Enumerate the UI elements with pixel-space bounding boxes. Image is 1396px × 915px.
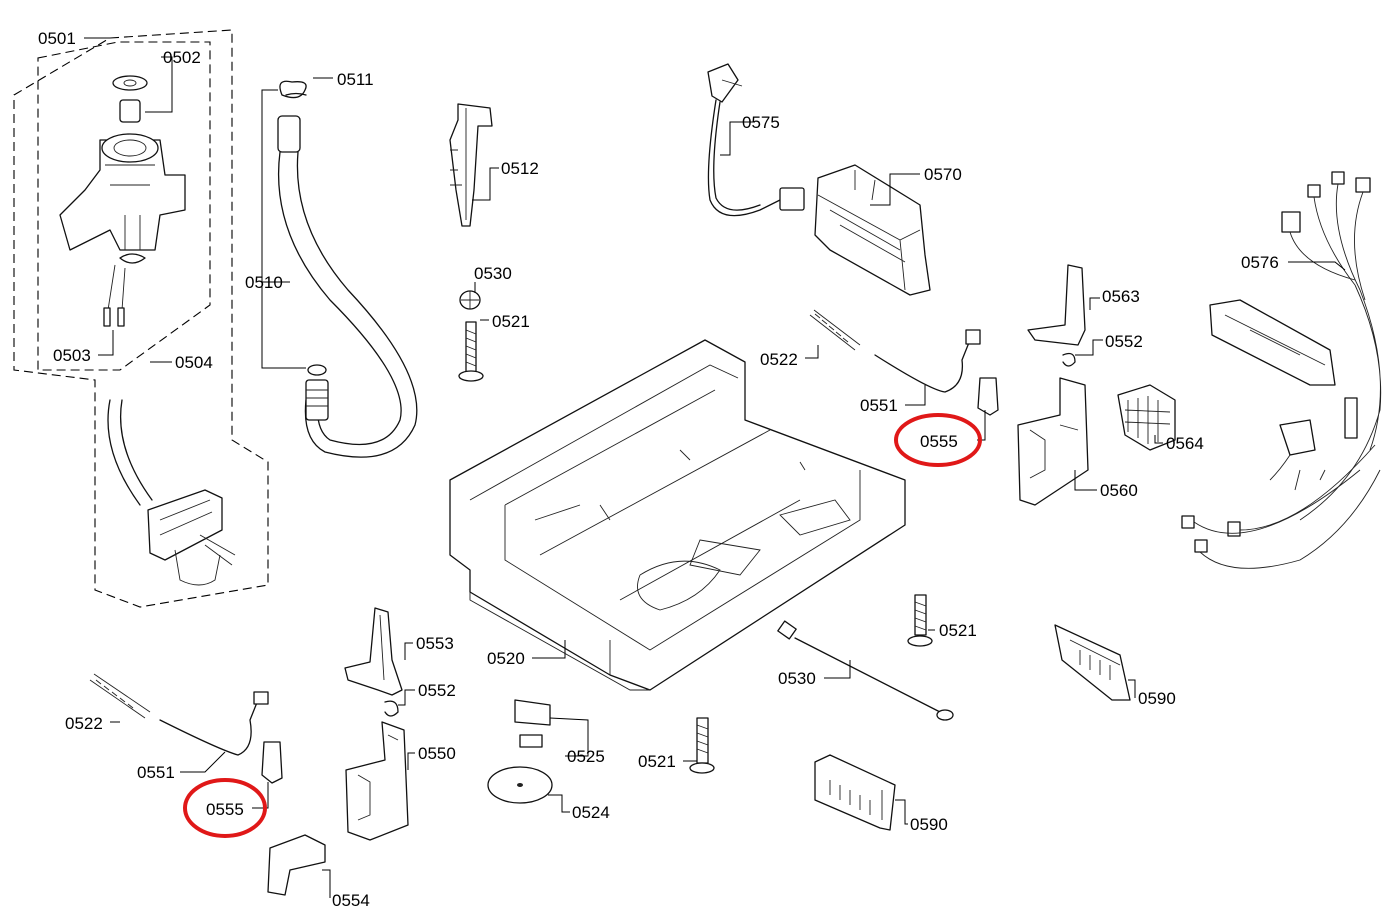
label-0521-right: 0521 bbox=[939, 621, 977, 640]
label-0530-top: 0530 bbox=[474, 264, 512, 283]
bracket-0553 bbox=[344, 607, 403, 696]
inlet-hose-0501 bbox=[107, 399, 236, 586]
label-0564: 0564 bbox=[1166, 434, 1204, 453]
label-0590-upper: 0590 bbox=[1138, 689, 1176, 708]
label-0522-left: 0522 bbox=[65, 714, 103, 733]
part-labels: 0501 0502 0503 0504 0510 0511 0512 0530 … bbox=[38, 29, 1279, 910]
foot-0521-right bbox=[907, 594, 933, 647]
disc-0524 bbox=[487, 766, 553, 804]
label-0555-left: 0555 bbox=[206, 800, 244, 819]
foot-0521-top bbox=[458, 321, 484, 382]
label-0552-right: 0552 bbox=[1105, 332, 1143, 351]
switch-0555-right bbox=[977, 377, 999, 416]
spring-0522-left bbox=[89, 673, 151, 719]
label-0502: 0502 bbox=[163, 48, 201, 67]
label-0530-bottom: 0530 bbox=[778, 669, 816, 688]
bracket-0550 bbox=[345, 721, 409, 841]
cover-0590-lower bbox=[814, 754, 896, 831]
rod-0530 bbox=[777, 620, 954, 721]
highlight-ellipse-0555-left bbox=[183, 778, 267, 838]
inlet-valve-0502 bbox=[59, 75, 186, 327]
drain-hose-0510 bbox=[277, 80, 418, 458]
wiring-harness-0576 bbox=[1181, 171, 1382, 569]
label-0511: 0511 bbox=[337, 70, 374, 89]
group-0504-outline bbox=[37, 41, 211, 371]
switch-0555-left bbox=[261, 741, 283, 784]
power-cord-0575 bbox=[707, 63, 805, 217]
bracket-0560 bbox=[1017, 377, 1089, 506]
part-0525 bbox=[514, 699, 551, 748]
leader-lines bbox=[84, 37, 1346, 898]
label-0563: 0563 bbox=[1102, 287, 1140, 306]
bracket-0564 bbox=[1117, 384, 1176, 451]
label-0524: 0524 bbox=[572, 803, 610, 822]
cover-0590-upper bbox=[1054, 624, 1131, 701]
label-0522-right: 0522 bbox=[760, 350, 798, 369]
bracket-0554 bbox=[267, 834, 326, 896]
cable-0551-left bbox=[159, 691, 269, 756]
clip-0552-right bbox=[1062, 352, 1076, 367]
highlight-ellipse-0555-right bbox=[894, 413, 982, 467]
label-0551-right: 0551 bbox=[860, 396, 898, 415]
label-0550: 0550 bbox=[418, 744, 456, 763]
cap-0530 bbox=[459, 290, 481, 310]
label-0504: 0504 bbox=[175, 353, 213, 372]
bracket-0512 bbox=[449, 103, 493, 227]
label-0520: 0520 bbox=[487, 649, 525, 668]
label-0521-top: 0521 bbox=[492, 312, 530, 331]
group-0501-outline bbox=[13, 29, 269, 608]
label-0512: 0512 bbox=[501, 159, 539, 178]
label-0510: 0510 bbox=[245, 273, 283, 292]
label-0521-bottom: 0521 bbox=[638, 752, 676, 771]
base-tub-0520 bbox=[449, 339, 906, 691]
label-0554: 0554 bbox=[332, 891, 370, 910]
label-0560: 0560 bbox=[1100, 481, 1138, 500]
control-module-0570 bbox=[814, 164, 931, 296]
label-0570: 0570 bbox=[924, 165, 962, 184]
clip-0552-left bbox=[384, 700, 399, 717]
label-0555-right: 0555 bbox=[920, 432, 958, 451]
label-0525: 0525 bbox=[567, 747, 605, 766]
label-0553: 0553 bbox=[416, 634, 454, 653]
spring-0522-right bbox=[809, 309, 861, 351]
label-0503: 0503 bbox=[53, 346, 91, 365]
label-0551-left: 0551 bbox=[137, 763, 175, 782]
label-0575: 0575 bbox=[742, 113, 780, 132]
label-0501: 0501 bbox=[38, 29, 76, 48]
label-0576: 0576 bbox=[1241, 253, 1279, 272]
cable-0551-right bbox=[874, 329, 981, 393]
label-0552-left: 0552 bbox=[418, 681, 456, 700]
foot-0521-bottom bbox=[689, 717, 715, 774]
bracket-0563 bbox=[1027, 264, 1086, 346]
label-0590-lower: 0590 bbox=[910, 815, 948, 834]
